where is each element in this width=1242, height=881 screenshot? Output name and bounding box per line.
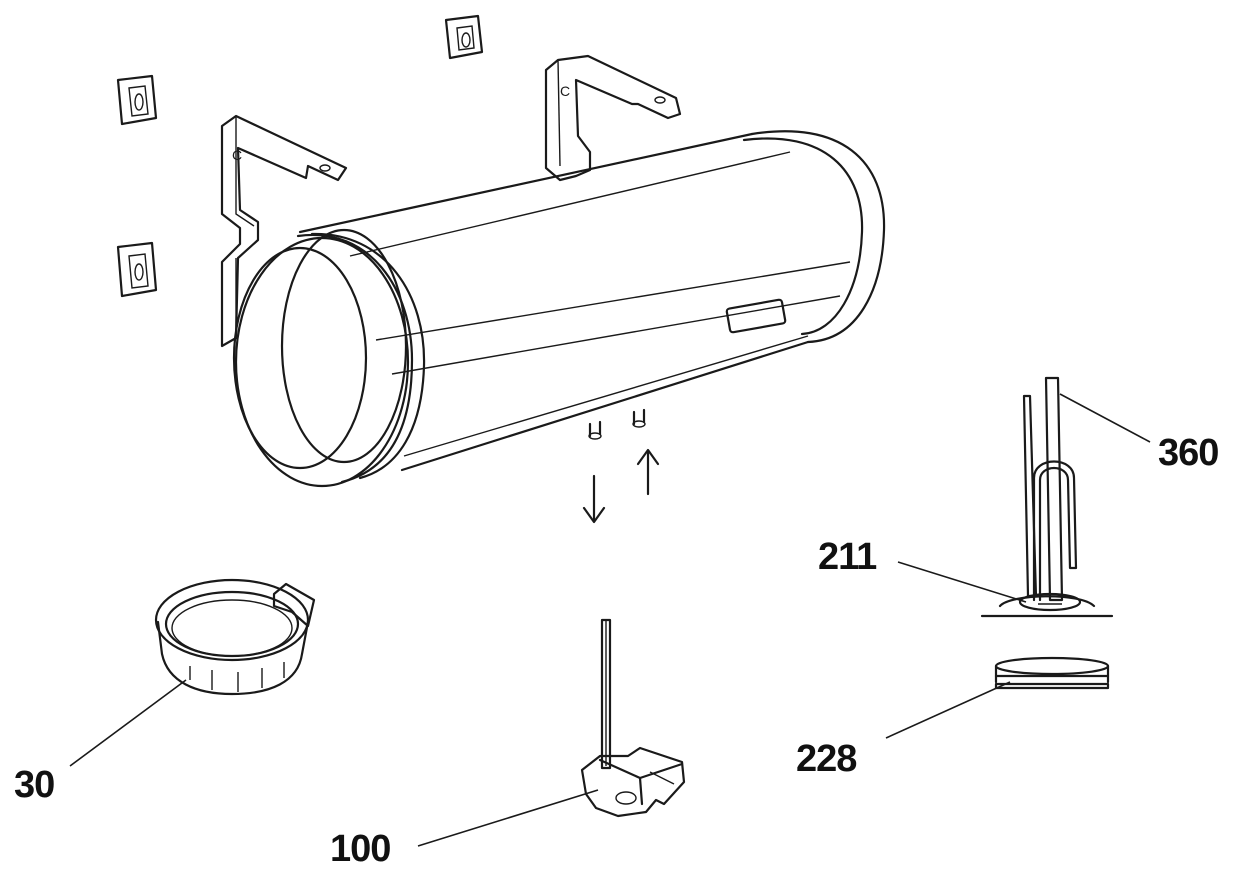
- leader-228: [885, 681, 1011, 739]
- leader-360: [1059, 393, 1151, 443]
- wall-clip-upper-left: [116, 74, 158, 126]
- callout-211: 211: [818, 536, 877, 578]
- mounting-bracket-left: [220, 114, 348, 348]
- heating-element: [1022, 376, 1078, 605]
- bracket-mark-right: C: [560, 83, 570, 99]
- thermostat: [580, 618, 686, 818]
- leader-30: [69, 679, 187, 767]
- wall-clip-lower-left: [116, 241, 158, 298]
- water-heater-tank: [232, 130, 886, 488]
- leader-100: [417, 789, 599, 847]
- mounting-bracket-right: [544, 54, 682, 182]
- gasket-ring: [994, 656, 1110, 690]
- flow-arrow-up: [636, 448, 660, 496]
- flow-arrow-down: [582, 474, 606, 524]
- callout-228: 228: [796, 738, 857, 780]
- wall-clip-top: [444, 14, 484, 60]
- callout-360: 360: [1158, 432, 1219, 474]
- flange-plate: [980, 592, 1114, 618]
- callout-100: 100: [330, 828, 391, 870]
- bracket-mark-left: C: [232, 147, 242, 163]
- callout-30: 30: [14, 764, 55, 806]
- cover-ring: [154, 578, 316, 696]
- leader-211: [897, 561, 1027, 603]
